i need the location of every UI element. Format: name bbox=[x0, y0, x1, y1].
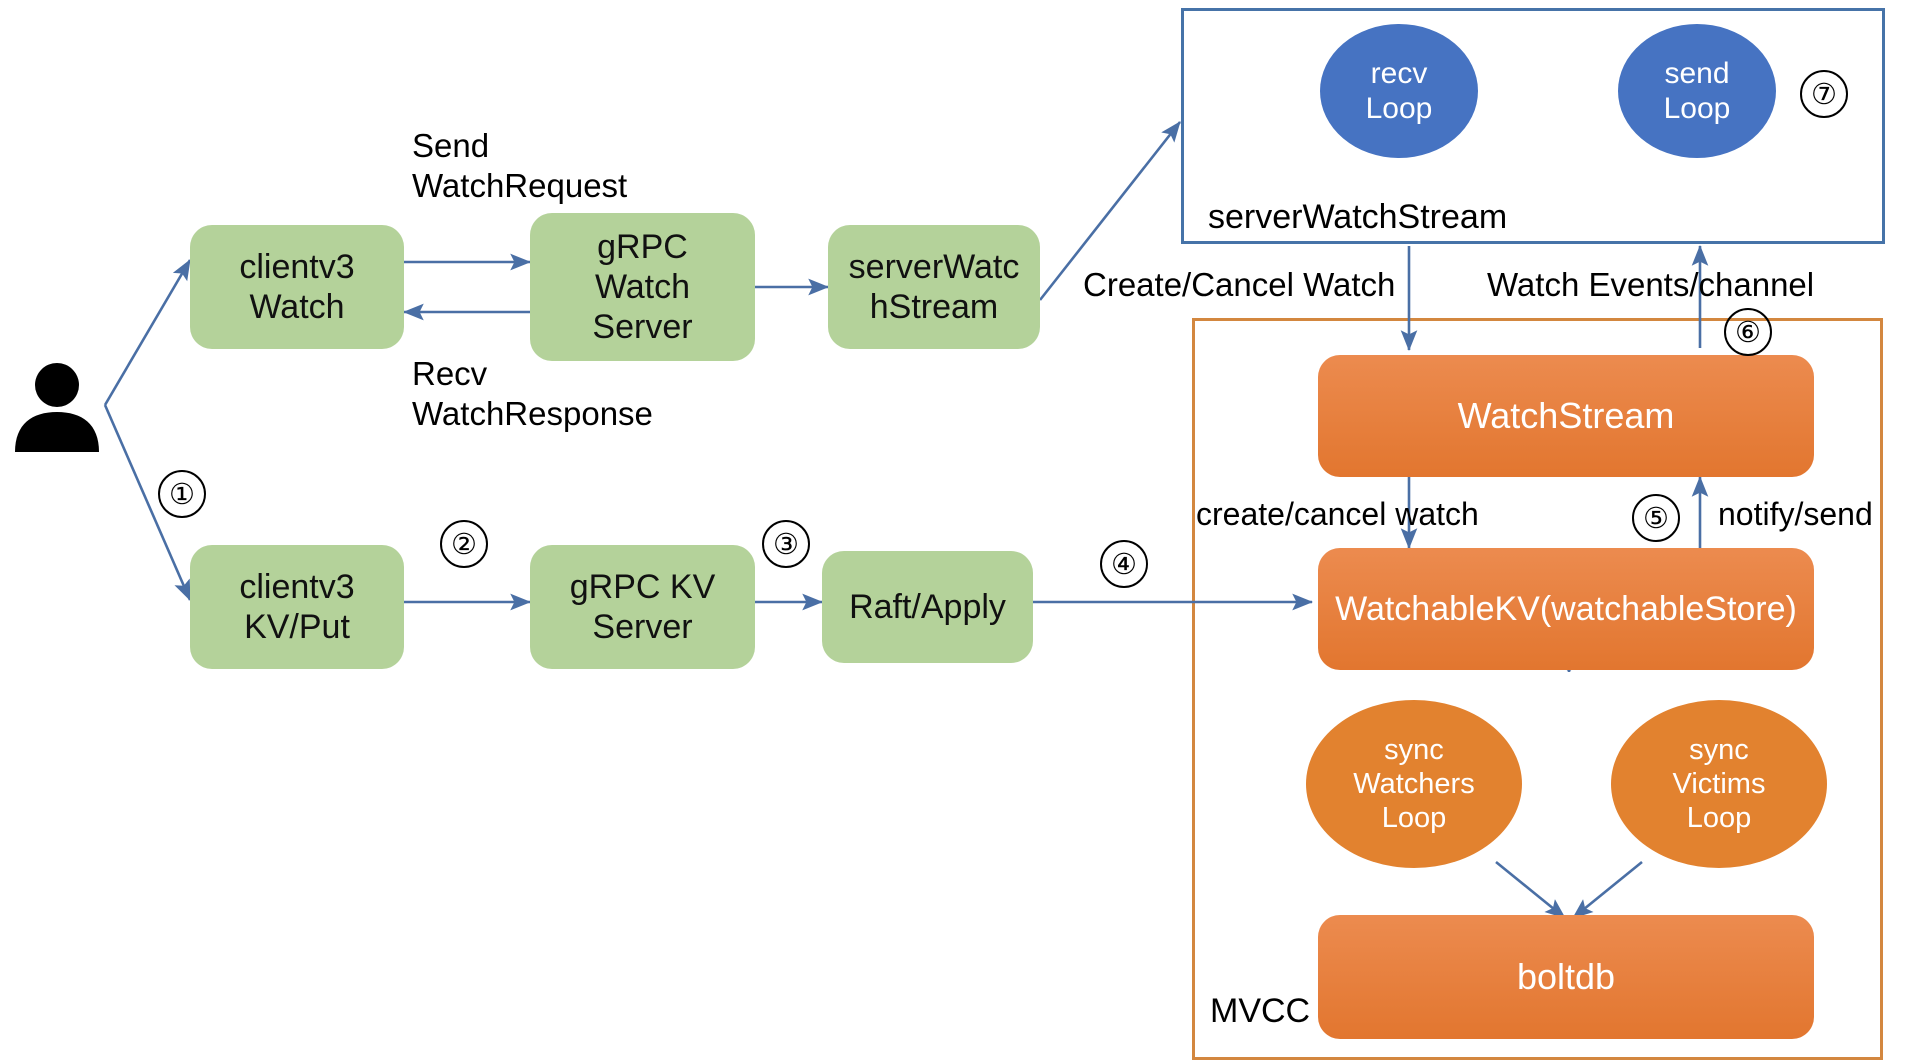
node-grpc-kv-server[interactable]: gRPC KV Server bbox=[530, 545, 755, 669]
node-grpc-watch-server-label: gRPC Watch Server bbox=[592, 227, 693, 347]
node-clientv3-kv-put[interactable]: clientv3 KV/Put bbox=[190, 545, 404, 669]
step-badge-3: ③ bbox=[762, 520, 810, 568]
frame-label-mvcc: MVCC bbox=[1210, 992, 1311, 1030]
node-clientv3-watch-label: clientv3 Watch bbox=[239, 247, 355, 326]
node-server-watch-stream-label: serverWatc hStream bbox=[848, 247, 1020, 326]
node-server-watch-stream[interactable]: serverWatc hStream bbox=[828, 225, 1040, 349]
node-boltdb-label: boltdb bbox=[1516, 955, 1616, 997]
step-badge-2: ② bbox=[440, 520, 488, 568]
step-badge-7: ⑦ bbox=[1800, 70, 1848, 118]
user-person-icon bbox=[12, 362, 102, 459]
node-sync-watchers-loop-label: sync Watchers Loop bbox=[1353, 733, 1475, 835]
edge-label-create-cancel-watch: Create/Cancel Watch bbox=[1083, 266, 1396, 303]
node-recv-loop-label: recv Loop bbox=[1365, 56, 1433, 125]
server-watch-stream-frame bbox=[1181, 8, 1885, 244]
frame-label-server-watch-stream: serverWatchStream bbox=[1208, 198, 1508, 236]
step-badge-5: ⑤ bbox=[1632, 494, 1680, 542]
edge-person-to-clientv3-watch bbox=[103, 259, 192, 406]
node-watchstream[interactable]: WatchStream bbox=[1318, 355, 1814, 477]
node-watchablekv[interactable]: WatchableKV(watchableStore) bbox=[1318, 548, 1814, 670]
node-boltdb[interactable]: boltdb bbox=[1318, 915, 1814, 1039]
node-raft-apply[interactable]: Raft/Apply bbox=[822, 551, 1033, 663]
node-watchstream-label: WatchStream bbox=[1457, 394, 1675, 436]
node-clientv3-kv-put-label: clientv3 KV/Put bbox=[239, 567, 355, 646]
mvcc-frame bbox=[1192, 318, 1883, 1060]
node-watchablekv-label: WatchableKV(watchableStore) bbox=[1335, 589, 1797, 628]
node-recv-loop[interactable]: recv Loop bbox=[1320, 24, 1478, 158]
node-sync-victims-loop[interactable]: sync Victims Loop bbox=[1611, 700, 1827, 868]
node-sync-victims-loop-label: sync Victims Loop bbox=[1672, 733, 1766, 835]
node-clientv3-watch[interactable]: clientv3 Watch bbox=[190, 225, 404, 349]
edge-label-notify-send: notify/send bbox=[1718, 496, 1873, 532]
edge-label-create-cancel-watch-lower: create/cancel watch bbox=[1196, 496, 1479, 532]
node-send-loop-label: send Loop bbox=[1663, 56, 1731, 125]
step-badge-1: ① bbox=[158, 470, 206, 518]
edge-label-recv-watchresponse: Recv WatchResponse bbox=[412, 355, 653, 433]
node-grpc-kv-server-label: gRPC KV Server bbox=[569, 567, 716, 646]
node-sync-watchers-loop[interactable]: sync Watchers Loop bbox=[1306, 700, 1522, 868]
edge-label-send-watchrequest: Send WatchRequest bbox=[412, 127, 628, 205]
node-raft-apply-label: Raft/Apply bbox=[849, 587, 1006, 626]
node-send-loop[interactable]: send Loop bbox=[1618, 24, 1776, 158]
step-badge-6: ⑥ bbox=[1724, 308, 1772, 356]
edge-label-watch-events-channel: Watch Events/channel bbox=[1487, 266, 1815, 303]
node-grpc-watch-server[interactable]: gRPC Watch Server bbox=[530, 213, 755, 361]
step-badge-4: ④ bbox=[1100, 540, 1148, 588]
